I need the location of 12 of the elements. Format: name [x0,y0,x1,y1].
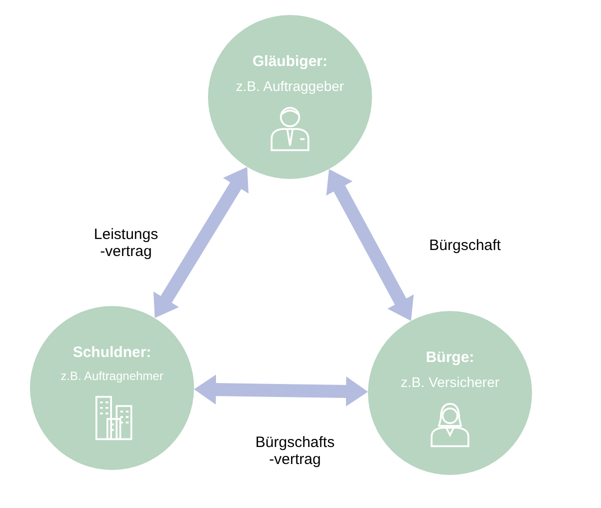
edge-label: Bürgschaft [428,236,502,254]
double-arrow [194,374,368,406]
edge-label: Leistungs -vertrag [92,226,160,260]
node-title: Bürge: [426,349,474,366]
node-text: z.B. Versicherer [400,374,500,390]
node-text: z.B. Auftragnehmer [60,369,164,383]
edge-label: Bürgschafts -vertrag [254,434,336,468]
double-arrow [153,166,249,318]
node-title: Schuldner: [72,344,152,361]
node-title: Gläubiger: [252,53,328,70]
double-arrow [326,169,414,321]
node-text: z.B. Auftraggeber [236,78,344,94]
